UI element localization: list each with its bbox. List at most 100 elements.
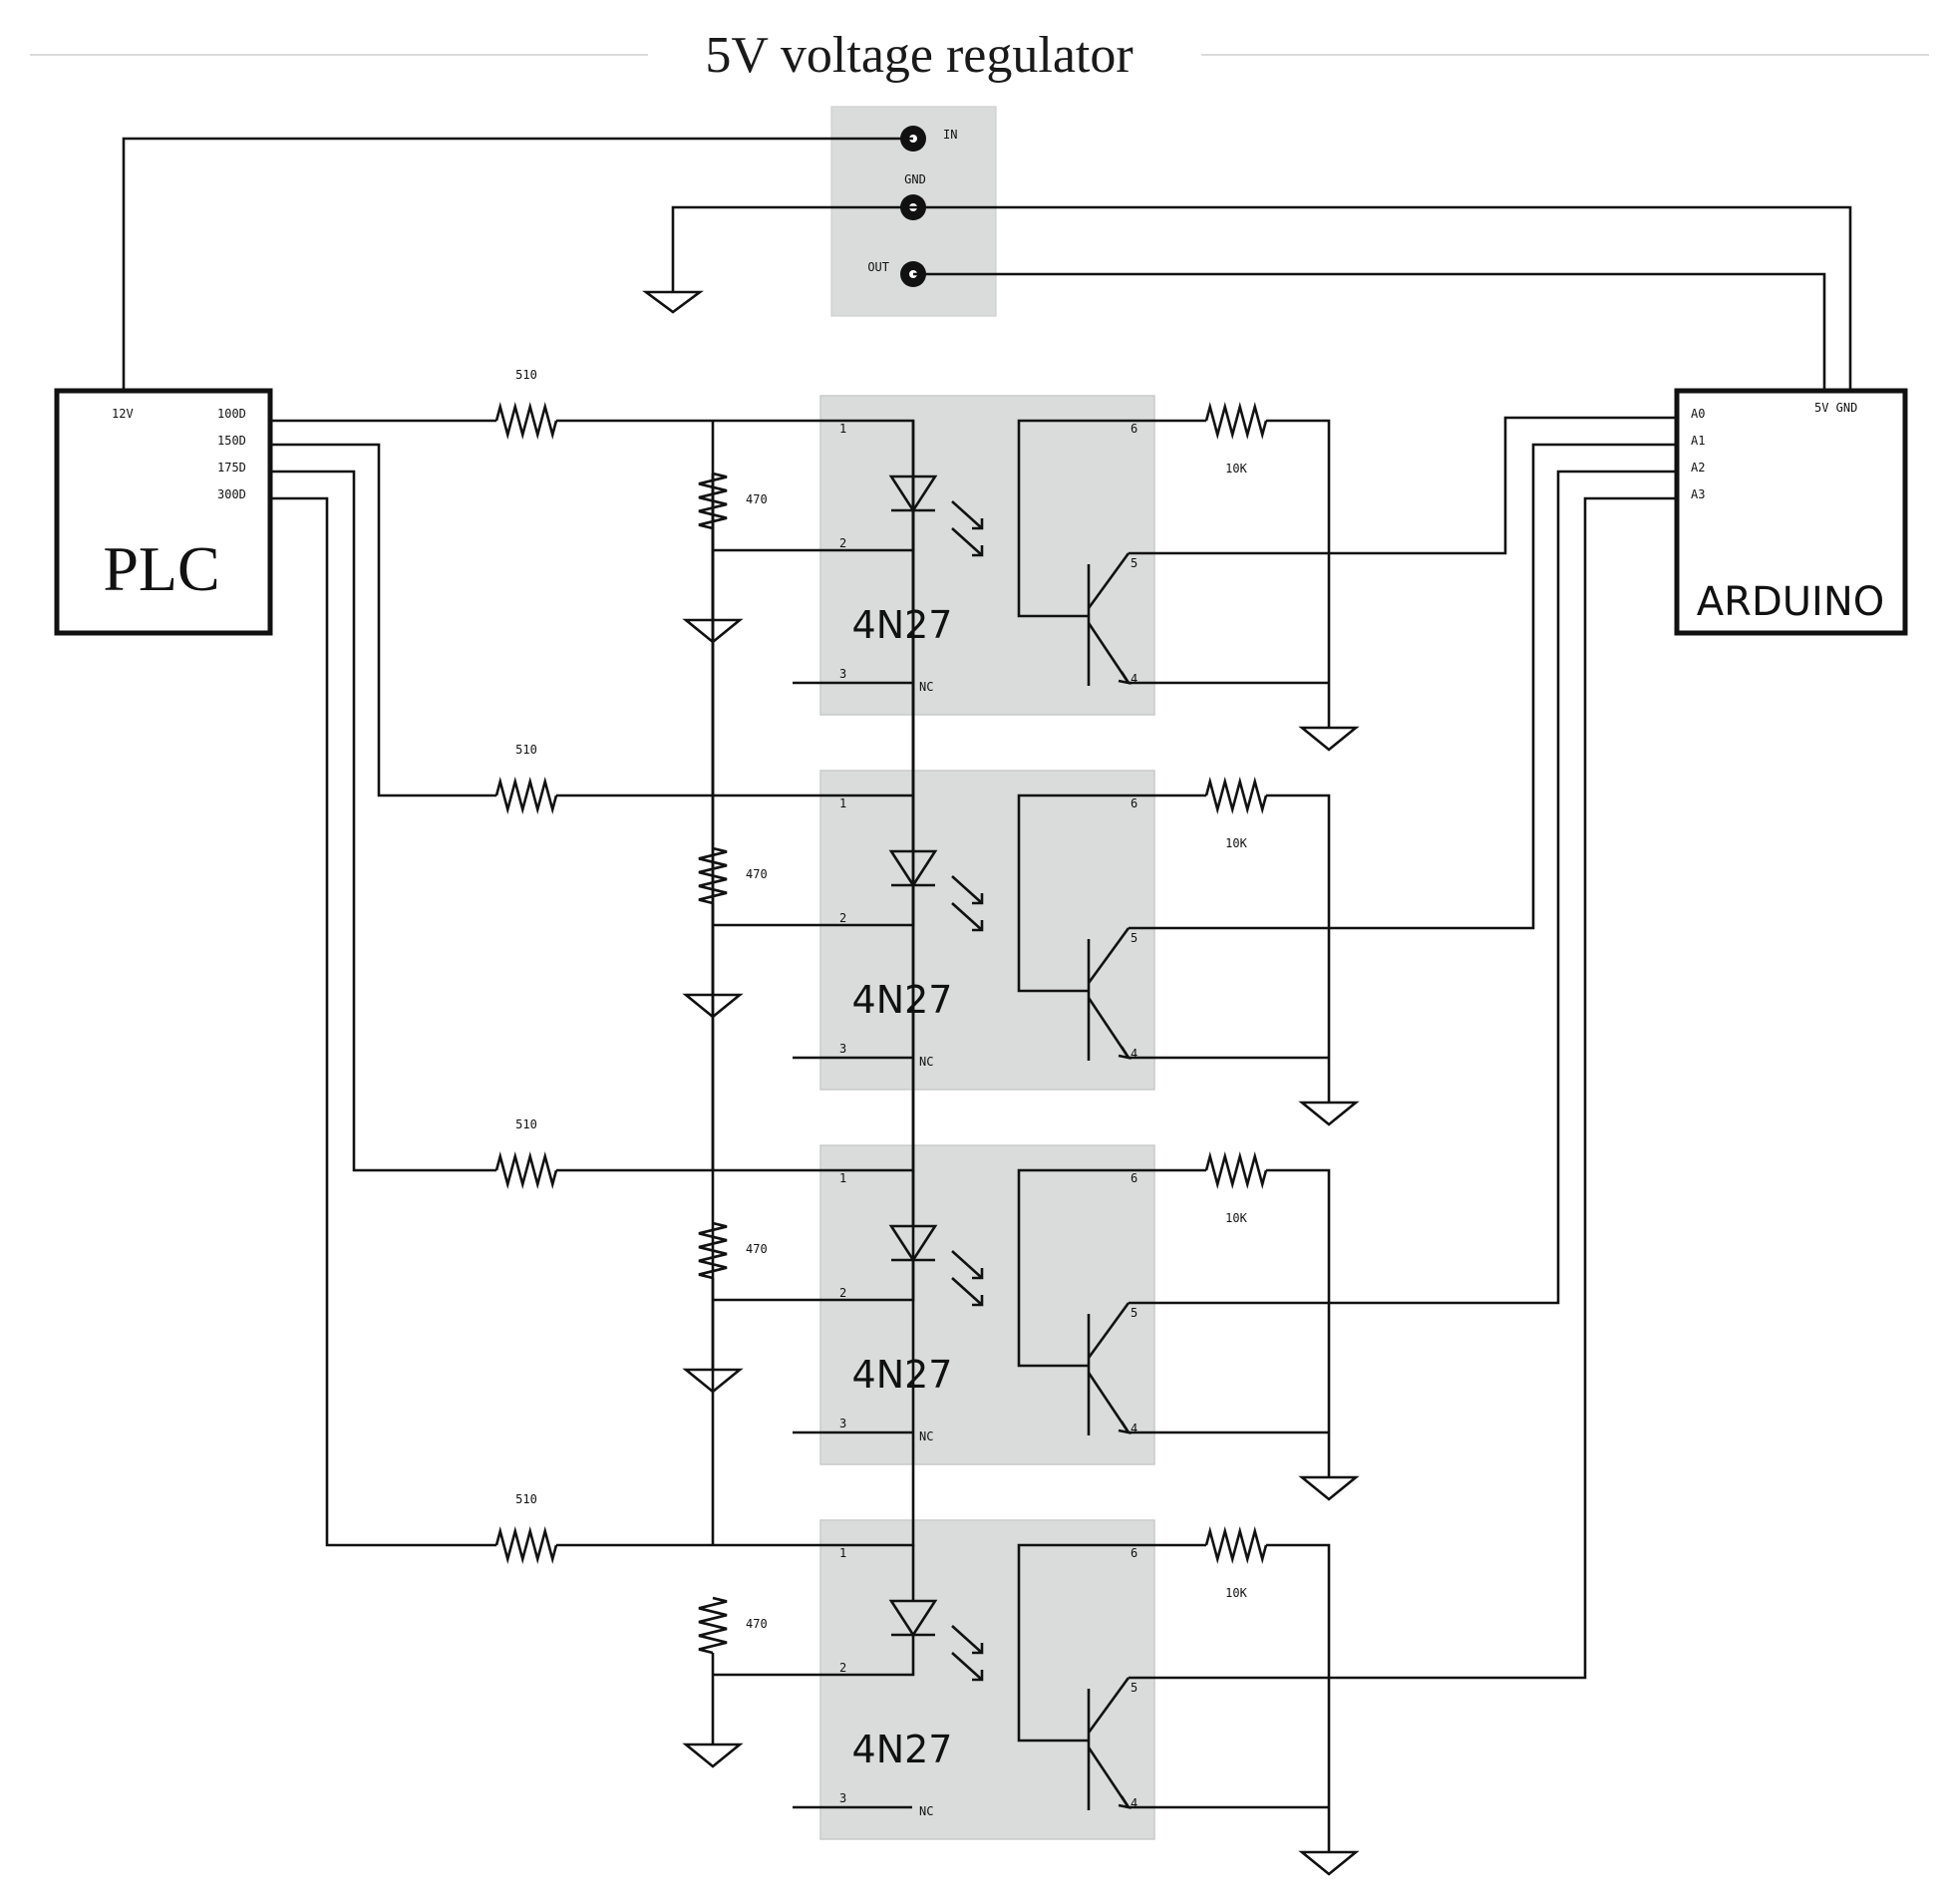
optocoupler-3-nc: NC	[919, 1429, 933, 1443]
resistor-series-2	[494, 776, 558, 815]
wire-base-to-pullup-4	[1017, 1543, 1206, 1743]
wire-plc-12v-to-regulator-in	[122, 137, 913, 391]
wire-plc-to-stage-3	[270, 470, 496, 1172]
optocoupler-3-pin-4: 4	[1131, 1422, 1137, 1435]
arduino-pin-a3: A3	[1691, 487, 1705, 501]
resistor-pullup-4	[1204, 1525, 1268, 1565]
wire-pullup-to-ground-4	[1266, 1543, 1331, 1852]
resistor-series-4	[494, 1525, 558, 1565]
wire-base-to-pullup-1	[1017, 419, 1206, 618]
diagram-title: 5V voltage regulator	[705, 27, 1133, 84]
resistor-shunt-4-value: 470	[746, 1617, 768, 1631]
plc-label: PLC	[103, 533, 219, 604]
optocoupler-1-pin-3: 3	[839, 667, 846, 681]
arduino-body	[1674, 388, 1908, 636]
light-arrow-a-3	[951, 1250, 984, 1280]
ground-symbol-output-4	[1298, 1850, 1360, 1876]
optocoupler-4-pin-3: 3	[839, 1791, 846, 1805]
optocoupler-3-pin-2: 2	[839, 1286, 846, 1300]
plc-pin-100d: 100D	[217, 407, 246, 421]
wire-base-to-pullup-2	[1017, 793, 1206, 993]
wire-pullup-to-ground-3	[1266, 1168, 1331, 1477]
arduino-pin-5v-gnd: 5V GND	[1814, 401, 1857, 415]
optocoupler-1-nc: NC	[919, 680, 933, 694]
optocoupler-2-pin-4: 4	[1131, 1047, 1137, 1061]
resistor-pullup-2	[1204, 776, 1268, 815]
wire-stage-2-to-arduino	[1129, 443, 1677, 930]
regulator-pin-label-out: OUT	[867, 260, 889, 274]
resistor-shunt-2-value: 470	[746, 867, 768, 881]
wire-pullup-to-ground-2	[1266, 793, 1331, 1103]
wire-base-to-pullup-3	[1017, 1168, 1206, 1368]
resistor-pullup-2-value: 10K	[1225, 836, 1247, 850]
wire-stage-3-to-arduino	[1129, 470, 1677, 1305]
phototransistor-collector-3	[1087, 1302, 1131, 1359]
light-arrow-b-4	[951, 1652, 984, 1682]
arduino-pin-a2: A2	[1691, 461, 1705, 475]
wire-regulator-out-to-arduino-5v	[913, 272, 1826, 391]
optocoupler-2-pin-2: 2	[839, 911, 846, 925]
optocoupler-1-label: 4N27	[852, 603, 953, 647]
resistor-pullup-1-value: 10K	[1225, 462, 1247, 476]
wire-stage-4-to-arduino	[1129, 496, 1677, 1680]
optocoupler-4-label: 4N27	[852, 1728, 953, 1771]
plc-pin-300d: 300D	[217, 487, 246, 501]
optocoupler-2-label: 4N27	[852, 978, 953, 1022]
resistor-series-3-value: 510	[515, 1117, 537, 1131]
optocoupler-4-pin-6: 6	[1131, 1546, 1137, 1560]
phototransistor-collector-4	[1087, 1677, 1131, 1734]
optocoupler-2-pin-3: 3	[839, 1042, 846, 1056]
plc-body	[54, 388, 273, 636]
optocoupler-2-pin-5: 5	[1131, 931, 1137, 945]
light-arrow-b-3	[951, 1277, 984, 1307]
regulator-pin-label-in: IN	[943, 128, 957, 142]
optocoupler-1-pin-1: 1	[839, 422, 846, 436]
resistor-series-2-value: 510	[515, 743, 537, 757]
arduino-pin-a0: A0	[1691, 407, 1705, 421]
ground-symbol-output-2	[1298, 1101, 1360, 1126]
optocoupler-1-pin-5: 5	[1131, 556, 1137, 570]
resistor-series-4-value: 510	[515, 1492, 537, 1506]
isolation-stages: 51047010K4N27123NC65451047010K4N27123NC6…	[268, 368, 1677, 1876]
wire-stage-1-to-arduino	[1129, 416, 1677, 555]
resistor-series-1	[494, 401, 558, 441]
resistor-shunt-1-value: 470	[746, 492, 768, 506]
optocoupler-3-pin-3: 3	[839, 1417, 846, 1430]
resistor-series-1-value: 510	[515, 368, 537, 382]
resistor-shunt-4	[698, 1596, 728, 1655]
light-arrow-a-2	[951, 875, 984, 905]
optocoupler-4-pin-4: 4	[1131, 1796, 1137, 1810]
arduino-label: ARDUINO	[1697, 579, 1884, 625]
resistor-shunt-3-value: 470	[746, 1242, 768, 1256]
light-arrow-b-2	[951, 902, 984, 932]
optocoupler-4-pin-5: 5	[1131, 1681, 1137, 1695]
optocoupler-2-nc: NC	[919, 1055, 933, 1069]
arduino-block: ARDUINO 5V GND A0 A1 A2 A3	[1674, 388, 1908, 636]
wire-plc-to-stage-2	[270, 443, 496, 797]
plc-block: PLC 12V 100D 150D 175D 300D	[54, 388, 273, 636]
resistor-pullup-4-value: 10K	[1225, 1586, 1247, 1600]
optocoupler-3-label: 4N27	[852, 1353, 953, 1397]
plc-pin-12v: 12V	[112, 407, 134, 421]
optocoupler-4-pin-1: 1	[839, 1546, 846, 1560]
optocoupler-1-body	[819, 395, 1155, 716]
wire-pullup-to-ground-1	[1266, 419, 1331, 728]
resistor-pullup-3-value: 10K	[1225, 1211, 1247, 1225]
optocoupler-1-pin-6: 6	[1131, 422, 1137, 436]
optocoupler-3-pin-1: 1	[839, 1171, 846, 1185]
wire-plc-to-stage-1	[268, 418, 496, 423]
ground-symbol-input-4	[682, 1743, 744, 1768]
optocoupler-3-pin-6: 6	[1131, 1171, 1137, 1185]
plc-pin-150d: 150D	[217, 434, 246, 448]
resistor-pullup-3	[1204, 1150, 1268, 1190]
plc-pin-175d: 175D	[217, 461, 246, 475]
optocoupler-4-nc: NC	[919, 1804, 933, 1818]
wire-plc-to-stage-4	[270, 496, 496, 1547]
light-arrow-a-4	[951, 1625, 984, 1655]
light-arrow-a-1	[951, 500, 984, 530]
